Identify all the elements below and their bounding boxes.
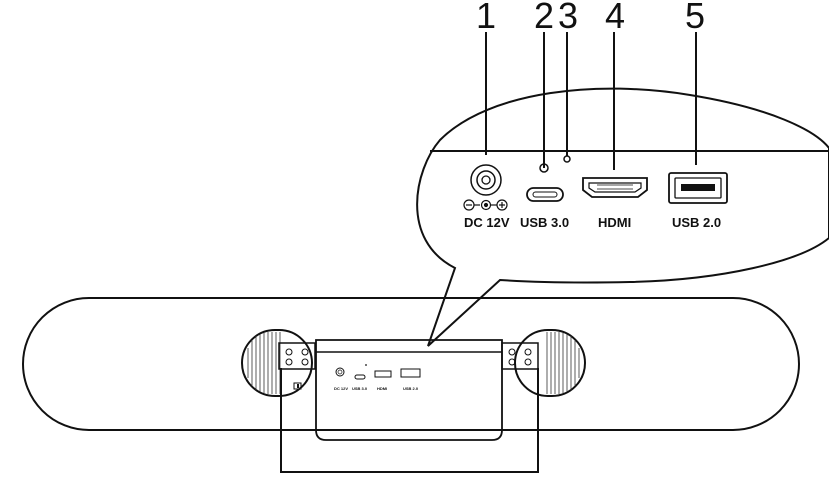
magnify-callout-bubble bbox=[416, 87, 829, 347]
mini-label-usb30: USB 3.0 bbox=[352, 386, 368, 391]
mini-label-usb20: USB 2.0 bbox=[403, 386, 419, 391]
callout-number-3: 3 bbox=[558, 0, 578, 36]
kensington-lock-icon bbox=[293, 382, 302, 390]
polarity-symbol-icon bbox=[463, 199, 508, 211]
left-mount-bracket bbox=[278, 342, 316, 370]
callout-number-2: 2 bbox=[534, 0, 554, 36]
device-ports-miniature: DC 12V USB 3.0 HDMI USB 2.0 bbox=[334, 364, 421, 391]
hdmi-port-icon bbox=[582, 177, 648, 198]
port-label-hdmi: HDMI bbox=[598, 215, 631, 230]
reset-pinhole-icon bbox=[563, 155, 571, 163]
callout-number-4: 4 bbox=[605, 0, 625, 36]
rear-stand bbox=[280, 368, 539, 473]
mini-label-dc: DC 12V bbox=[334, 386, 348, 391]
port-label-usb-2: USB 2.0 bbox=[672, 215, 721, 230]
callout-leader-lines bbox=[485, 32, 697, 170]
mini-label-hdmi: HDMI bbox=[377, 386, 387, 391]
rear-panel-recess bbox=[315, 339, 503, 441]
dc-power-jack-icon bbox=[470, 164, 502, 196]
port-label-usb-3: USB 3.0 bbox=[520, 215, 569, 230]
callout-number-1: 1 bbox=[476, 0, 496, 36]
usb-a-port-icon bbox=[668, 172, 728, 204]
soundbar-body bbox=[22, 297, 800, 431]
callout-number-5: 5 bbox=[685, 0, 705, 36]
port-label-dc-12v: DC 12V bbox=[464, 215, 510, 230]
usb-c-port-icon bbox=[526, 163, 564, 202]
